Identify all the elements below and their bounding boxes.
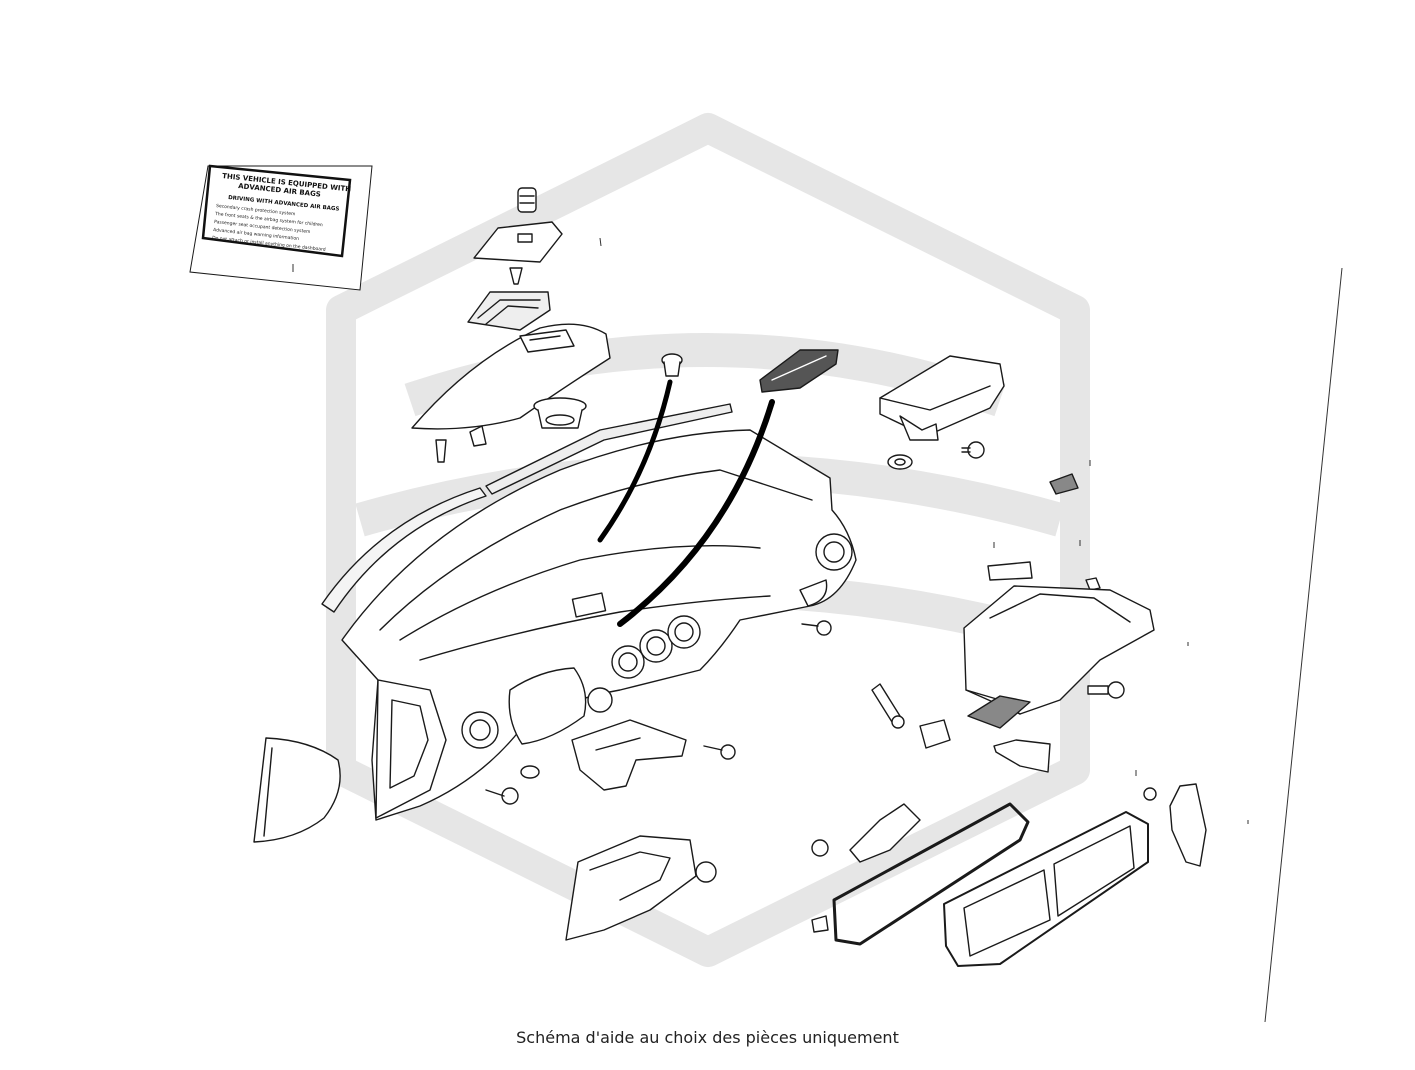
screw-right-1 <box>961 441 985 459</box>
cluster-frame <box>811 802 1030 946</box>
harness-arc-2 <box>617 399 775 627</box>
airbag-warning-label: THIS VEHICLE IS EQUIPPED WITH ADVANCED A… <box>189 164 373 291</box>
speaker-grille <box>533 397 587 429</box>
grommet-center <box>520 765 540 779</box>
clip-right-2 <box>1085 577 1101 591</box>
grommet-right <box>887 454 913 470</box>
grommet-top <box>661 353 683 377</box>
center-vent-top <box>759 349 839 393</box>
knee-bolster-cover <box>565 835 717 941</box>
screw-center-2 <box>703 744 736 760</box>
leader-ticks <box>292 237 1249 824</box>
screw-center-1 <box>801 620 832 636</box>
connector-right <box>987 561 1033 581</box>
switch-right <box>1049 473 1079 495</box>
glove-box-assembly <box>963 585 1155 729</box>
page-edge-line <box>1264 267 1343 1023</box>
left-end-cap <box>253 737 341 843</box>
clip-part <box>509 267 523 285</box>
retainer-clip <box>469 425 487 447</box>
screw-right-2 <box>1087 681 1125 699</box>
screw-left <box>485 787 519 805</box>
defrost-strip <box>485 403 733 495</box>
side-trim-right <box>1143 783 1207 867</box>
lower-center-bracket <box>571 719 687 791</box>
instrument-display-bezel <box>943 811 1149 967</box>
caption-text: Schéma d'aide au choix des pièces unique… <box>516 1028 899 1047</box>
sensor-part <box>871 683 905 729</box>
display-bracket <box>467 291 551 331</box>
dashboard-main-carrier <box>341 429 857 821</box>
instrument-hood-cover <box>411 323 611 430</box>
glove-latch <box>993 739 1051 773</box>
windshield-trim-strip <box>321 487 487 613</box>
upper-trim-cover <box>473 221 563 263</box>
passenger-airbag-module <box>879 355 1005 441</box>
push-clip <box>435 439 447 463</box>
knob-part <box>517 187 537 213</box>
bracket-small <box>919 719 951 749</box>
harness-arc-1 <box>597 379 673 543</box>
